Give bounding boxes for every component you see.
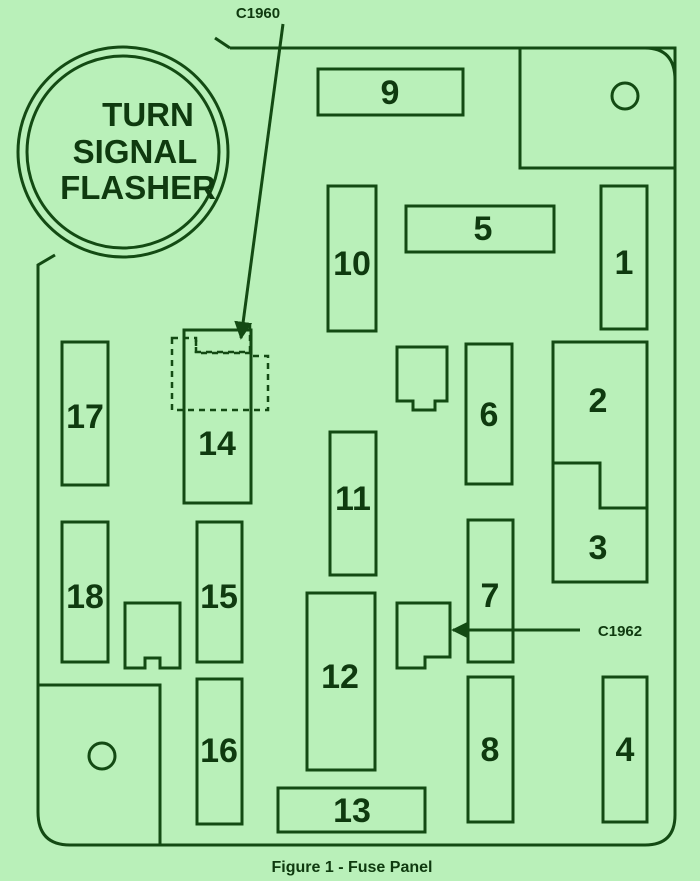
- connector-c1962-label: C1962: [598, 623, 642, 640]
- mount-block-top-right: [518, 46, 677, 170]
- fuse-12-label: 12: [321, 658, 359, 696]
- fuse-11-label: 11: [335, 480, 371, 518]
- flasher-label-line2: SIGNAL: [73, 133, 198, 170]
- connector-c1962: [395, 601, 452, 670]
- fuse-18-label: 18: [66, 578, 104, 616]
- flasher-label-line3: FLASHER: [60, 169, 216, 206]
- fuse-15: [195, 520, 244, 664]
- fuse-13-label: 13: [333, 792, 371, 830]
- fuse-4: [601, 675, 649, 824]
- fuse-2-3-divider: [553, 461, 647, 510]
- fuse-2-label: 2: [589, 382, 608, 420]
- fuse-9: [316, 67, 465, 117]
- fuse-8-label: 8: [481, 731, 500, 769]
- fuse-14-label: 14: [198, 425, 236, 463]
- fuse-17-label: 17: [66, 398, 104, 436]
- fuse-15-label: 15: [200, 578, 238, 616]
- fuse-10-label: 10: [333, 245, 371, 283]
- fuse-3-label: 3: [589, 529, 608, 567]
- mount-block-bottom-left: [38, 683, 162, 845]
- turn-signal-flasher-inner: [25, 54, 221, 250]
- panel-outline: [36, 46, 677, 847]
- fuse-2-3-block: [551, 340, 649, 584]
- fuse-18: [60, 520, 110, 664]
- fuse-10: [326, 184, 378, 333]
- fuse-12: [305, 591, 377, 772]
- fuse-1-label: 1: [615, 244, 634, 282]
- fuse-16-label: 16: [200, 732, 238, 770]
- connector-bottom-left: [123, 601, 182, 670]
- fuse-7-label: 7: [481, 577, 500, 615]
- mount-hole-bottom-left: [87, 741, 117, 771]
- flasher-label-line1: TURN: [102, 96, 194, 133]
- fuse-7: [466, 518, 515, 664]
- panel-notch: [214, 36, 231, 50]
- fuse-9-label: 9: [381, 74, 400, 112]
- fuse-17: [60, 340, 110, 487]
- fuse-11: [328, 430, 378, 577]
- fuse-6: [464, 342, 514, 486]
- fuse-4-label: 4: [616, 731, 635, 769]
- fuse-16: [195, 677, 244, 826]
- figure-caption: Figure 1 - Fuse Panel: [272, 859, 433, 876]
- turn-signal-flasher-outline: [16, 45, 230, 259]
- fuse-1: [599, 184, 649, 331]
- fuse-13: [276, 786, 427, 834]
- connector-c1960-outline: [170, 336, 270, 412]
- fuse-8: [466, 675, 515, 824]
- mount-hole-top-right: [610, 81, 640, 111]
- connector-c1960-arrow: [234, 23, 285, 340]
- fuse-6-label: 6: [480, 396, 499, 434]
- fuse-5: [404, 204, 556, 254]
- connector-top-middle: [395, 345, 449, 412]
- fuse-14: [182, 328, 253, 505]
- fuse-5-label: 5: [474, 210, 493, 248]
- connector-c1960-label: C1960: [236, 5, 280, 22]
